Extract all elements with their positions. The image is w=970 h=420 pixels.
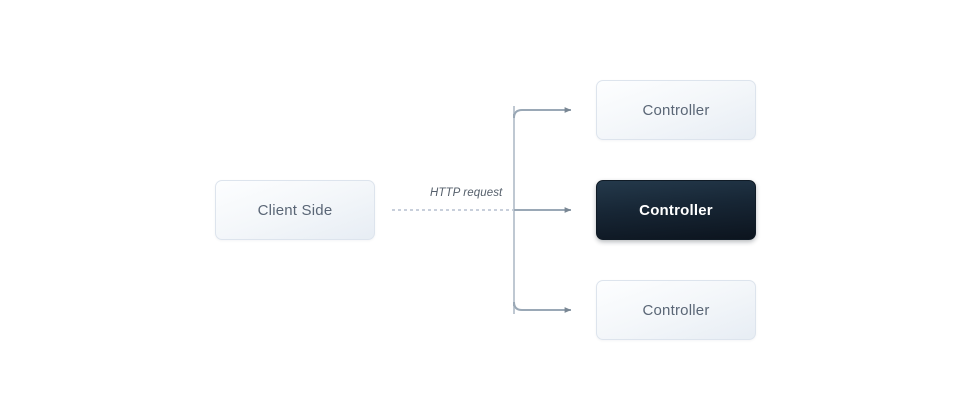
node-controller-middle[interactable]: Controller: [596, 180, 756, 240]
node-controller-bottom[interactable]: Controller: [596, 280, 756, 340]
node-controller-top-label: Controller: [642, 101, 710, 119]
node-controller-bottom-label: Controller: [642, 301, 710, 319]
node-client-side[interactable]: Client Side: [215, 180, 375, 240]
edge-label-http-request: HTTP request: [430, 187, 503, 199]
edge-trunk-to-controller-bottom: [513, 301, 572, 313]
node-controller-top[interactable]: Controller: [596, 80, 756, 140]
node-controller-middle-label: Controller: [639, 201, 713, 219]
node-client-side-label: Client Side: [257, 201, 333, 219]
edge-trunk-to-controller-top: [513, 107, 572, 119]
